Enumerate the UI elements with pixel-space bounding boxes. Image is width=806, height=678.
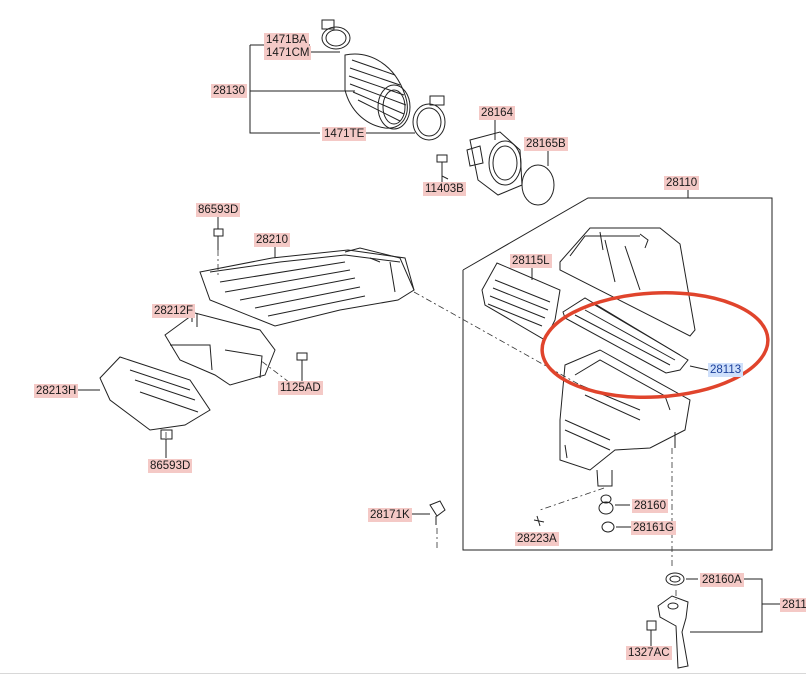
bolt-28171k [429, 500, 446, 525]
hose-clamp-top [321, 19, 351, 50]
bottom-divider [0, 673, 806, 674]
callout-28130[interactable]: 28130 [211, 84, 247, 98]
bolt-86593d-bottom [160, 429, 173, 452]
callout-2811[interactable]: 2811 [780, 598, 806, 612]
air-cleaner-cover [559, 227, 696, 337]
filter-element-28115l [481, 262, 561, 341]
callout-28161g[interactable]: 28161G [631, 521, 676, 535]
callout-28110[interactable]: 28110 [664, 176, 700, 190]
leader-28160a [686, 578, 780, 633]
gasket-28165b [521, 164, 555, 206]
clip-28223a [533, 515, 545, 527]
callout-86593d-top[interactable]: 86593D [196, 203, 241, 217]
callout-28212f[interactable]: 28212F [152, 304, 196, 318]
dashed-line-1 [413, 291, 581, 386]
annotation-highlight-ellipse [540, 290, 770, 400]
callout-28165b[interactable]: 28165B [524, 137, 568, 151]
callout-28164[interactable]: 28164 [479, 106, 515, 120]
bolt-86593d-top [213, 228, 224, 250]
callout-86593d-bottom[interactable]: 86593D [148, 459, 193, 473]
grommet-28160 [598, 494, 614, 515]
dashed-line-3 [539, 487, 605, 511]
bolt-11403b [436, 154, 449, 180]
grommet-28160a [665, 572, 685, 586]
intake-hose-28130 [344, 53, 411, 130]
callout-28113[interactable]: 28113 [708, 363, 744, 377]
hose-clamp-bottom [412, 95, 446, 141]
duct-28213h [99, 356, 211, 431]
bolt-1327ac [646, 620, 657, 631]
callout-1125ad[interactable]: 1125AD [278, 381, 323, 395]
bushing-28161g [601, 521, 615, 533]
air-filter-28113 [562, 297, 709, 374]
callout-1327ac[interactable]: 1327AC [626, 646, 672, 660]
air-cleaner-lower-body [559, 349, 691, 487]
callout-1471cm[interactable]: 1471CM [264, 46, 312, 60]
callout-28115l[interactable]: 28115L [510, 254, 552, 268]
callout-28171k[interactable]: 28171K [368, 508, 412, 522]
assembly-box-28110 [462, 197, 773, 551]
callout-28213h[interactable]: 28213H [34, 384, 79, 398]
callout-1471ba[interactable]: 1471BA [264, 33, 309, 47]
callout-28160a[interactable]: 28160A [700, 573, 744, 587]
callout-28210[interactable]: 28210 [254, 233, 290, 247]
callout-28160[interactable]: 28160 [632, 499, 668, 513]
callout-11403b[interactable]: 11403B [423, 182, 466, 196]
resonator-28212f [164, 312, 276, 386]
air-duct-28210 [199, 247, 415, 327]
mounting-bracket [657, 595, 689, 669]
bolt-1125ad [296, 352, 308, 377]
callout-28223a[interactable]: 28223A [515, 532, 559, 546]
callout-1471te[interactable]: 1471TE [322, 127, 367, 141]
